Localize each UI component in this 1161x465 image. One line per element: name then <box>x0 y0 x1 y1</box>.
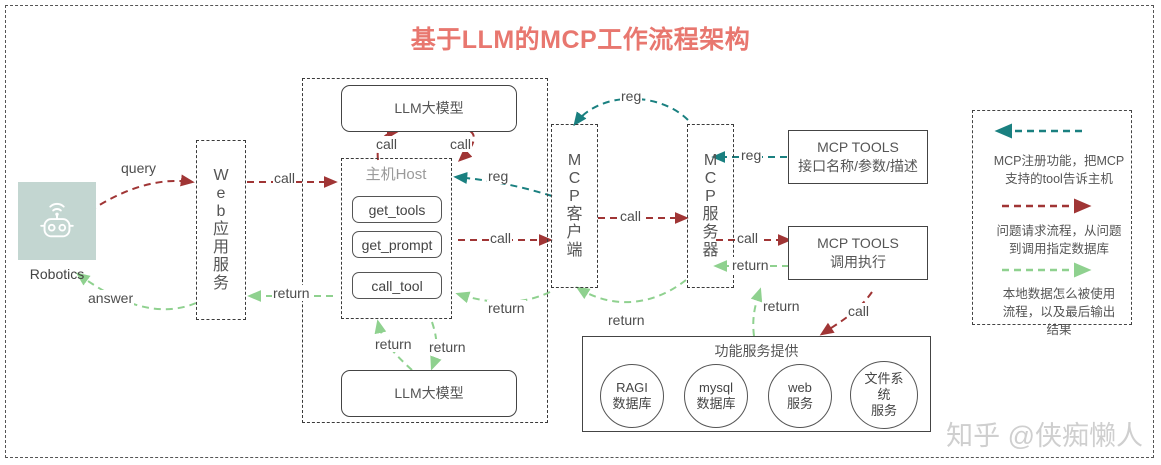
service-web-line1: web <box>788 379 812 395</box>
arrow-label-query: query <box>120 160 158 176</box>
mcp-client-char-5: 端 <box>566 241 583 259</box>
service-ragi-line1: RAGI <box>616 379 648 395</box>
mcp-tools-exec-line1: MCP TOOLS <box>817 235 899 252</box>
service-circle-mysql[interactable]: mysql 数据库 <box>684 364 748 428</box>
legend-text-call: 问题请求流程，从问题 到调用指定数据库 <box>996 224 1122 257</box>
host-label: 主机Host <box>365 166 427 183</box>
host-group-container <box>302 78 548 423</box>
arrow-label-reg-tools-server: reg <box>740 147 763 163</box>
web-char-5: 服 <box>212 256 229 274</box>
mcp-server-label: M C P 服 务 器 <box>687 124 734 288</box>
arrow-label-call-tools-svc: call <box>847 303 871 319</box>
service-mysql-line1: mysql <box>699 379 733 395</box>
arrow-label-return-llm-2: return <box>428 339 467 355</box>
arrow-label-return-tools-server: return <box>731 257 770 273</box>
mcp-tools-exec-box: MCP TOOLS 调用执行 <box>788 226 928 280</box>
mcp-client-char-0: M <box>567 152 582 170</box>
mcp-server-char-4: 务 <box>702 223 719 241</box>
arrow-label-call-client-server: call <box>619 208 643 224</box>
mcp-tools-exec-line2: 调用执行 <box>830 254 886 270</box>
mcp-client-char-3: 客 <box>566 206 583 223</box>
web-char-4: 用 <box>212 238 229 256</box>
page-title: 基于LLM的MCP工作流程架构 <box>410 26 751 54</box>
mcp-tools-desc-line2: 接口名称/参数/描述 <box>798 158 918 174</box>
service-circle-ragi[interactable]: RAGI 数据库 <box>600 364 664 428</box>
robot-label: Robotics <box>29 266 85 282</box>
services-title: 功能服务提供 <box>714 343 799 359</box>
llm-bottom-label: LLM大模型 <box>394 385 464 402</box>
mcp-server-char-3: 服 <box>702 206 719 223</box>
web-app-service-label: W e b 应 用 服 务 <box>196 140 246 320</box>
service-circle-web[interactable]: web 服务 <box>768 364 832 428</box>
service-mysql-line2: 数据库 <box>696 396 736 411</box>
host-item-get-tools-label: get_tools <box>368 201 426 218</box>
arrow-label-call-server-tools: call <box>736 230 760 246</box>
outer-dashed-frame <box>5 5 1154 458</box>
robot-tile <box>18 182 96 260</box>
legend-text-return: 本地数据怎么被使用 流程，以及最后输出 结果 <box>1002 287 1116 338</box>
host-item-get-tools[interactable]: get_tools <box>352 196 442 223</box>
web-char-0: W <box>213 167 229 185</box>
mcp-server-char-5: 器 <box>702 241 719 259</box>
web-char-1: e <box>216 185 226 203</box>
mcp-client-char-2: P <box>569 188 580 206</box>
service-fs-line3: 服务 <box>870 403 897 419</box>
mcp-client-char-4: 户 <box>566 223 583 241</box>
watermark: 知乎 @侠痴懒人 <box>946 421 1143 451</box>
arrow-label-answer: answer <box>87 290 135 306</box>
legend-panel <box>972 110 1132 325</box>
legend-arrows <box>994 123 1092 278</box>
mcp-tools-desc-line1: MCP TOOLS <box>817 139 899 156</box>
mcp-server-char-1: C <box>704 170 717 188</box>
mcp-client-box <box>551 124 598 288</box>
web-char-2: b <box>216 203 226 221</box>
llm-top-label: LLM大模型 <box>394 100 464 117</box>
arrow-label-reg-client-host: reg <box>487 168 510 184</box>
arrow-label-return-svc-tools: return <box>762 298 801 314</box>
host-item-call-tool-label: call_tool <box>371 277 423 294</box>
mcp-tools-desc-box: MCP TOOLS 接口名称/参数/描述 <box>788 130 928 184</box>
service-web-line2: 服务 <box>786 396 813 411</box>
llm-bottom-box: LLM大模型 <box>341 370 517 417</box>
web-char-3: 应 <box>212 221 229 239</box>
arrow-label-return-server-client: return <box>607 312 646 328</box>
mcp-server-box <box>687 124 734 288</box>
web-app-service-box <box>196 140 246 320</box>
mcp-server-char-2: P <box>705 188 716 206</box>
arrow-label-return-client-host: return <box>487 300 526 316</box>
mcp-client-label: M C P 客 户 端 <box>551 124 598 288</box>
mcp-client-char-1: C <box>568 170 581 188</box>
web-char-6: 务 <box>212 274 229 292</box>
host-item-call-tool[interactable]: call_tool <box>352 272 442 299</box>
service-circle-filesystem[interactable]: 文件系 统 服务 <box>850 361 918 429</box>
arrow-label-return-host-web: return <box>272 285 311 301</box>
service-fs-line2: 统 <box>877 386 891 402</box>
host-item-get-prompt-label: get_prompt <box>361 236 433 253</box>
arrow-label-reg-server-client: reg <box>620 88 643 104</box>
host-item-get-prompt[interactable]: get_prompt <box>352 231 442 258</box>
host-box <box>341 158 452 319</box>
arrow-label-call-host-client: call <box>489 230 513 246</box>
arrow-label-return-llm-1: return <box>374 336 413 352</box>
service-ragi-line2: 数据库 <box>612 396 652 411</box>
arrow-label-call-llm-host: call <box>449 136 473 152</box>
robot-icon <box>40 202 74 238</box>
mcp-server-char-0: M <box>703 152 718 170</box>
legend-text-reg: MCP注册功能，把MCP 支持的tool告诉主机 <box>993 154 1125 187</box>
arrow-label-call-web-host: call <box>273 170 297 186</box>
arrow-label-call-host-llm: call <box>375 136 399 152</box>
service-fs-line1: 文件系 <box>864 370 904 386</box>
llm-top-box: LLM大模型 <box>341 85 517 132</box>
